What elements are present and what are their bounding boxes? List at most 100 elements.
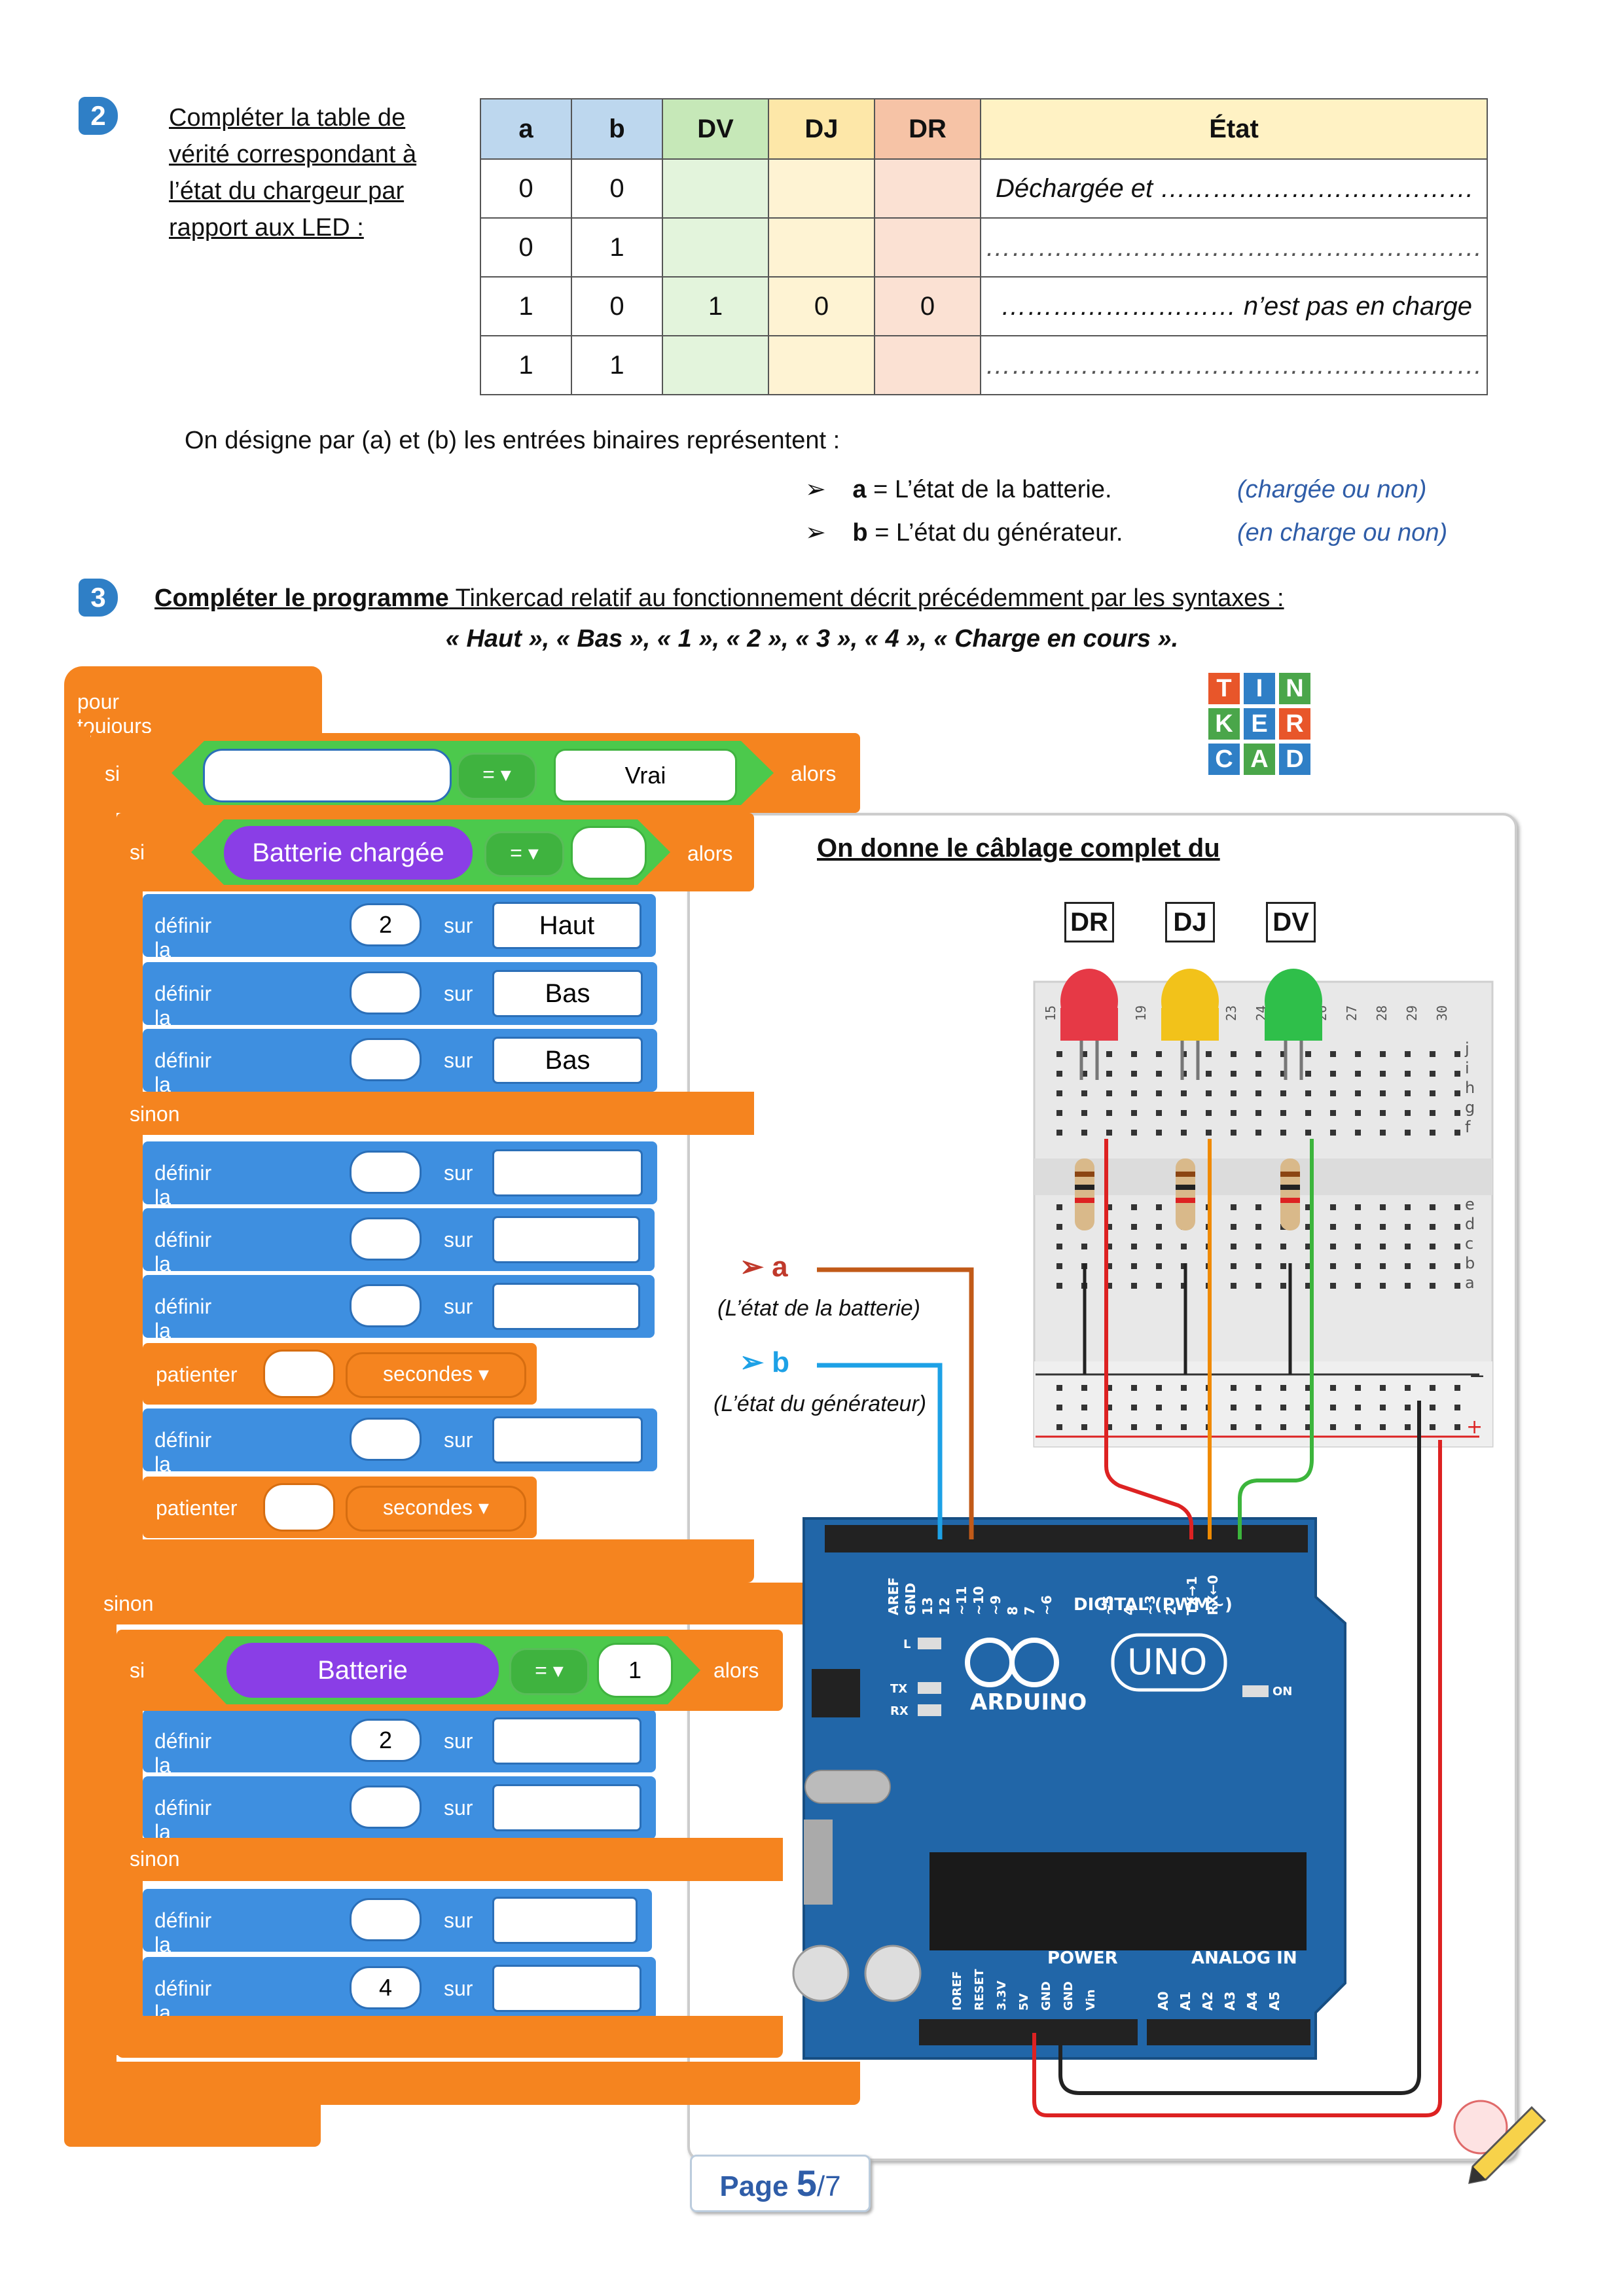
pin-value-field[interactable] xyxy=(492,1784,641,1831)
pin-value-field[interactable]: Bas xyxy=(492,1037,643,1084)
pin-number-slot[interactable] xyxy=(350,1038,422,1081)
bullet-text: = L’état du générateur. xyxy=(875,519,1123,547)
page-number: 5 xyxy=(796,2162,817,2204)
seconds-dropdown[interactable]: secondes ▾ xyxy=(346,1486,526,1532)
syntaxes-list: « Haut », « Bas », « 1 », « 2 », « 3 », … xyxy=(445,625,1179,653)
breadboard-row-label: b xyxy=(1465,1254,1475,1272)
led-rx xyxy=(918,1704,941,1716)
else-label: sinon xyxy=(103,1592,154,1615)
cell-dr[interactable] xyxy=(874,217,981,278)
wait-value-slot[interactable] xyxy=(263,1483,335,1532)
cell-dr[interactable] xyxy=(874,158,981,219)
if-inner-1-foot xyxy=(117,1539,754,1583)
cell-dv[interactable] xyxy=(662,217,769,278)
seconds-dropdown[interactable]: secondes ▾ xyxy=(346,1352,526,1398)
pin-number-slot[interactable] xyxy=(350,1217,422,1261)
cell-dj[interactable]: 0 xyxy=(768,276,875,336)
pin-number-slot[interactable] xyxy=(350,1785,422,1829)
forever-block[interactable] xyxy=(64,666,322,736)
led-tx xyxy=(918,1682,941,1694)
rail-plus-label: + xyxy=(1466,1416,1483,1439)
wait-value-slot[interactable] xyxy=(263,1350,335,1398)
truth-table: a b DV DJ DR État 0 0 Déchargée et ……………… xyxy=(480,98,1488,395)
true-value-field[interactable]: Vrai xyxy=(554,749,737,802)
cell-dv[interactable]: 1 xyxy=(662,276,769,336)
power-pin-label: Vin xyxy=(1084,1989,1098,2011)
pin-value-field[interactable] xyxy=(492,1283,640,1330)
instruction-rest: Tinkercad relatif au fonctionnement décr… xyxy=(448,584,1284,612)
cell-dj[interactable] xyxy=(768,158,875,219)
on-label: sur xyxy=(444,1428,473,1452)
logo-letter: N xyxy=(1279,673,1310,704)
digital-pin-label: 7 xyxy=(1022,1606,1038,1615)
breadboard-col-label: 23 xyxy=(1223,1005,1239,1021)
eq-dropdown[interactable]: = ▾ xyxy=(457,753,537,800)
pin-number-slot[interactable] xyxy=(350,1151,422,1194)
led-label-dj: DJ xyxy=(1165,902,1215,942)
led-on xyxy=(1242,1685,1269,1697)
pin-value-field[interactable] xyxy=(492,1416,643,1463)
pin-value-field[interactable] xyxy=(492,1216,640,1263)
forever-spine xyxy=(64,726,90,2121)
arrow-bullet-icon: ➢ xyxy=(805,519,826,547)
breadboard-row-label: i xyxy=(1465,1059,1470,1077)
pin-value-field[interactable] xyxy=(492,1717,641,1765)
else-label: sinon xyxy=(130,1102,180,1126)
digital-pin-label: ~11 xyxy=(954,1586,969,1615)
digital-pin-label: ~6 xyxy=(1039,1595,1055,1615)
pin-number-slot[interactable]: 2 xyxy=(350,1719,422,1762)
compare-value-slot[interactable] xyxy=(571,826,647,880)
capacitor xyxy=(864,1945,922,2002)
pin-number-slot[interactable] xyxy=(350,1898,422,1941)
tx-label: TX xyxy=(890,1682,907,1696)
cell-dj[interactable] xyxy=(768,217,875,278)
table-row: 0 1 ………………………………………………… xyxy=(480,217,1488,278)
pin-value-field[interactable] xyxy=(492,1965,641,2012)
digital-pin-label: TX→1 xyxy=(1184,1576,1200,1615)
then-label: alors xyxy=(791,762,837,785)
pin-value-field[interactable] xyxy=(492,1897,638,1944)
digital-label: DIGITAL (PWM~) xyxy=(1074,1595,1233,1615)
cell-etat[interactable]: ……………………… n’est pas en charge xyxy=(980,276,1488,336)
battery-variable[interactable]: Batterie xyxy=(226,1643,499,1698)
cell-dj[interactable] xyxy=(768,335,875,395)
eq-dropdown[interactable]: = ▾ xyxy=(509,1648,589,1695)
on-label: sur xyxy=(444,982,473,1005)
on-label: sur xyxy=(444,1729,473,1753)
analog-label: ANALOG IN xyxy=(1191,1948,1297,1968)
analog-pin-label: A3 xyxy=(1222,1992,1238,2011)
cell-etat[interactable]: ………………………………………………… xyxy=(980,335,1488,395)
cell-etat[interactable]: Déchargée et ……………………………… xyxy=(980,158,1488,219)
cell-dv[interactable] xyxy=(662,158,769,219)
logo-letter: D xyxy=(1279,744,1310,775)
section-2-badge: 2 xyxy=(79,97,118,135)
pin-number-slot[interactable] xyxy=(350,1418,422,1461)
cell-dv[interactable] xyxy=(662,335,769,395)
logo-letter: E xyxy=(1244,708,1275,740)
header-dj: DJ xyxy=(768,98,875,160)
cell-etat[interactable]: ………………………………………………… xyxy=(980,217,1488,278)
cell-dr[interactable] xyxy=(874,335,981,395)
compare-value-slot[interactable]: 1 xyxy=(597,1643,673,1698)
pin-value-field[interactable]: Bas xyxy=(492,970,643,1017)
logo-letter: A xyxy=(1244,744,1275,775)
power-label: POWER xyxy=(1047,1948,1118,1968)
breadboard-col-label: 19 xyxy=(1133,1005,1149,1021)
digital-pin-label: 4 xyxy=(1121,1606,1137,1615)
pin-value-field[interactable] xyxy=(492,1149,643,1196)
cell-dr[interactable]: 0 xyxy=(874,276,981,336)
battery-charged-variable[interactable]: Batterie chargée xyxy=(224,826,473,880)
breadboard-col-label: 29 xyxy=(1404,1005,1420,1021)
table-row: 1 1 ………………………………………………… xyxy=(480,335,1488,395)
pin-value-field[interactable]: Haut xyxy=(492,902,641,949)
pin-number-slot[interactable]: 2 xyxy=(350,903,422,946)
led-red xyxy=(1060,969,1118,1080)
pin-number-slot[interactable] xyxy=(350,1284,422,1327)
pin-number-slot[interactable]: 4 xyxy=(350,1966,422,2009)
circuit-title: On donne le câblage complet du xyxy=(817,834,1220,863)
condition-slot-empty[interactable] xyxy=(203,749,452,802)
pin-number-slot[interactable] xyxy=(350,971,422,1014)
eq-dropdown[interactable]: = ▾ xyxy=(484,831,564,877)
breadboard-row-label: j xyxy=(1464,1039,1470,1058)
